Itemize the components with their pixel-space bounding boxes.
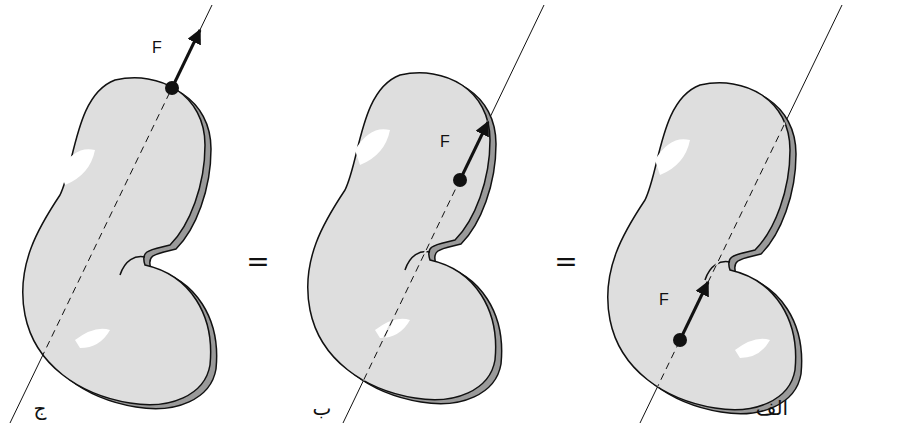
force-label: F	[152, 39, 162, 57]
force-arrow	[172, 30, 200, 88]
panel	[608, 5, 842, 423]
equals-sign: =	[246, 247, 269, 278]
force-arrow	[460, 122, 488, 180]
highlight	[60, 149, 110, 348]
dashed-line	[640, 5, 842, 423]
equals-sign: =	[554, 247, 577, 278]
point-of-application	[453, 173, 467, 187]
line-of-action	[10, 5, 212, 423]
rigid-body	[608, 83, 796, 410]
panel	[10, 5, 217, 423]
point-of-application	[673, 333, 687, 347]
contour-line	[120, 257, 145, 275]
panel-label: ب	[313, 397, 332, 419]
rigid-body	[23, 78, 211, 405]
panel-label: الف	[756, 397, 788, 419]
mask	[640, 5, 842, 423]
force-label: F	[440, 133, 450, 151]
mask	[343, 5, 544, 423]
force-arrow	[680, 282, 708, 340]
point-of-application	[165, 81, 179, 95]
highlight	[355, 129, 410, 338]
rigid-body	[308, 73, 496, 400]
highlight	[655, 139, 770, 358]
dashed-line	[10, 5, 212, 423]
force-label: F	[659, 291, 669, 309]
dashed-line	[343, 5, 544, 423]
panel-label: ج	[34, 397, 47, 419]
panel	[308, 5, 544, 423]
